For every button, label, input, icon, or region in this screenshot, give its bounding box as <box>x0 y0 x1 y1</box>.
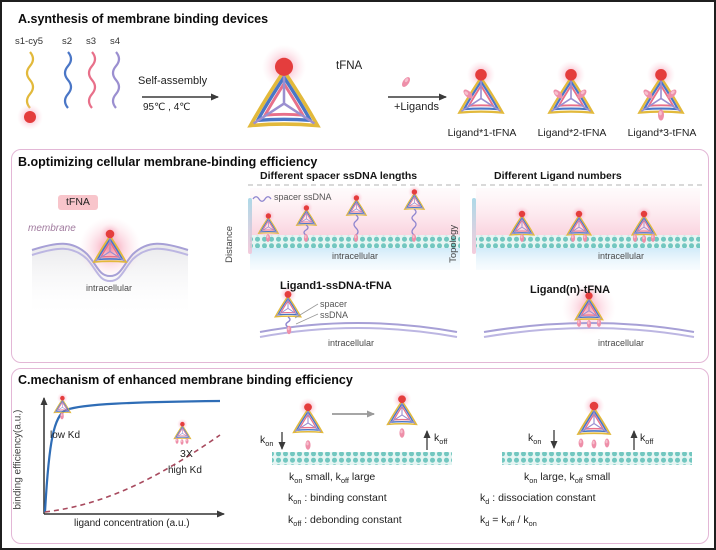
ssdna-word-label: ssDNA <box>320 310 349 320</box>
intracellular-label: intracellular <box>328 338 375 348</box>
multivalent-caption: kon large, koff small <box>524 471 611 486</box>
spacer-word-label: spacer <box>320 299 348 309</box>
self-assembly-label: Self-assembly <box>138 75 208 87</box>
kon-label: kon <box>260 434 274 449</box>
kd-formula: kd = koff / kon <box>480 514 537 529</box>
strand-s3 <box>87 51 97 109</box>
product-label-2: Ligand*2-tFNA <box>537 127 607 139</box>
product-label-1: Ligand*1-tFNA <box>447 127 517 139</box>
cy5-dye <box>24 111 36 123</box>
panel-a-title: A.synthesis of membrane binding devices <box>18 12 269 26</box>
strand-s2 <box>63 51 73 109</box>
product-ligand3-tfna <box>638 59 684 114</box>
tfna-large <box>248 42 320 128</box>
intracellular-label: intracellular <box>332 251 379 261</box>
monovalent-caption: kon small, koff large <box>289 471 376 486</box>
topology-axis-label: Topology <box>448 224 460 263</box>
strand-s4 <box>111 51 121 109</box>
koff-label: koff <box>640 432 654 447</box>
distance-axis-label: Distance <box>224 225 236 263</box>
intracellular-label: intracellular <box>86 283 133 293</box>
graph-y-label: binding efficiency(a.u.) <box>12 409 24 510</box>
strand-label-s2: s2 <box>62 36 73 47</box>
strand-label-s3: s3 <box>86 36 97 47</box>
strand-label-s4: s4 <box>110 36 121 47</box>
koff-definition: koff : debonding constant <box>288 514 402 529</box>
distance-gradient-bar <box>248 198 252 254</box>
plus-ligands-label: +Ligands <box>394 101 439 113</box>
free-ligand <box>400 75 412 89</box>
membrane-label: membrane <box>28 223 76 234</box>
topology-gradient-bar <box>472 198 476 254</box>
ligand-icon <box>658 109 664 121</box>
tfna-chip: tFNA <box>58 195 98 211</box>
spacer-legend-label: spacer ssDNA <box>274 192 332 202</box>
kd-definition: kd : dissociation constant <box>480 492 596 507</box>
intracellular-label: intracellular <box>598 338 645 348</box>
panel-b-title: B.optimizing cellular membrane-binding e… <box>18 155 318 169</box>
strand-s1 <box>25 51 35 109</box>
panel-a-art <box>17 42 684 130</box>
low-kd-label: low Kd <box>50 430 81 441</box>
product-label-3: Ligand*3-tFNA <box>627 127 697 139</box>
kon-definition: kon : binding constant <box>288 492 387 507</box>
product-ligand2-tfna <box>548 59 594 114</box>
tfna-label: tFNA <box>336 60 363 72</box>
assembly-conditions: 95℃ , 4℃ <box>143 102 191 113</box>
panel-b-box <box>11 149 709 363</box>
panel-c-box <box>11 368 709 544</box>
cy5-dye-glow <box>17 104 43 130</box>
panel-c-title: C.mechanism of enhanced membrane binding… <box>18 373 353 387</box>
strand-label-s1: s1-cy5 <box>15 36 43 47</box>
koff-label: koff <box>434 432 448 447</box>
ligand1-section-title: Ligand1-ssDNA-tFNA <box>280 280 392 292</box>
high-kd-label: high Kd <box>168 465 202 476</box>
intracellular-label: intracellular <box>598 251 645 261</box>
graph-x-label: ligand concentration (a.u.) <box>74 518 190 529</box>
ligandn-section-title: Ligand(n)-tFNA <box>530 284 611 296</box>
ligand-icon <box>665 87 679 101</box>
product-ligand1-tfna <box>458 59 504 114</box>
ligand-icon <box>551 87 565 101</box>
fold-label: 3X <box>180 448 193 460</box>
ligand-icon <box>461 87 475 101</box>
spacer-section-title: Different spacer ssDNA lengths <box>260 170 418 182</box>
ligand-icon <box>575 87 589 101</box>
ligand-icon <box>641 87 655 101</box>
number-section-title: Different Ligand numbers <box>494 170 622 182</box>
kon-label: kon <box>528 432 542 447</box>
